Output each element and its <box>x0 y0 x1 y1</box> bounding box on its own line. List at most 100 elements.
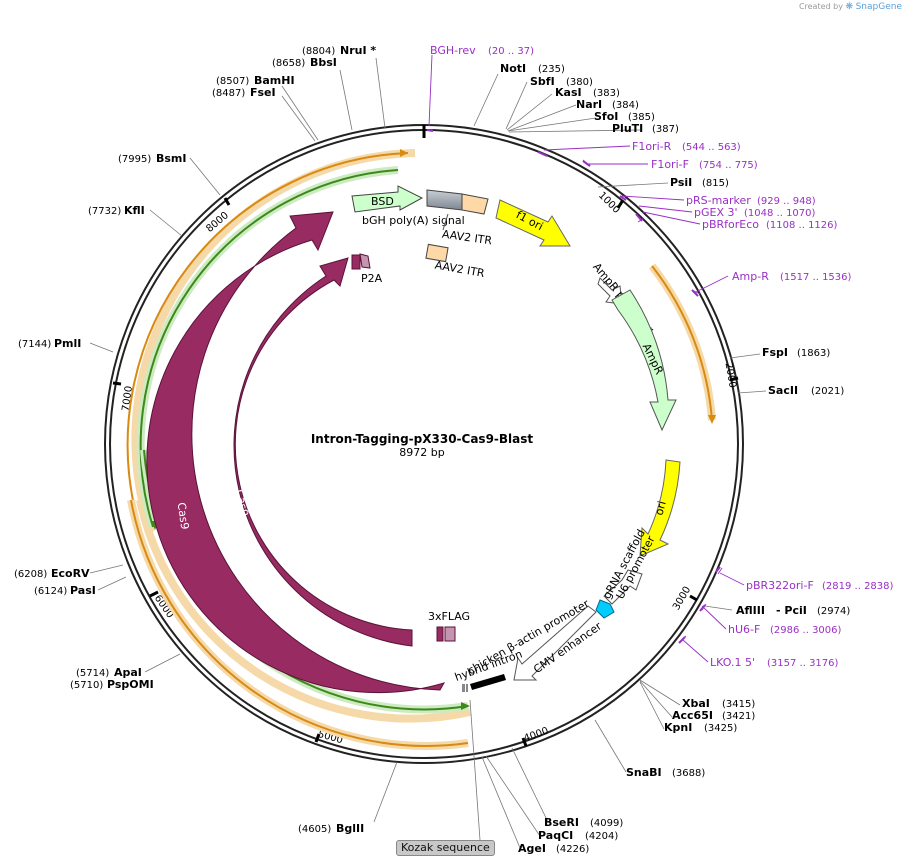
enzyme-pos-sacii: (2021) <box>811 386 844 397</box>
primer-pos-prs-marker: (929 .. 948) <box>757 196 816 207</box>
tick-7000-mark <box>112 381 122 386</box>
bsd-arrow <box>351 185 424 213</box>
scale-ticks: 1000 2000 3000 4000 5000 6000 7000 8000 <box>112 190 739 747</box>
enzyme-name-snabi: SnaBI <box>626 766 662 779</box>
f1-ori-arrow <box>495 199 571 247</box>
cas9-outer-label: Cas9 <box>175 502 192 531</box>
snapgene-logo-icon: ❋ <box>845 2 854 12</box>
enzyme-name-fspi: FspI <box>762 346 788 359</box>
green-orf-2-head <box>461 702 470 710</box>
primer-pos-pbrforeco: (1108 .. 1126) <box>766 220 838 231</box>
enzyme-pos-kfli: (7732) <box>88 206 121 217</box>
kozak-sequence-label[interactable]: Kozak sequence <box>396 840 495 856</box>
enzyme-pos-pcii: (2974) <box>817 606 850 617</box>
primer-pos-f1ori-r: (544 .. 563) <box>682 142 741 153</box>
p2a-box <box>359 253 371 269</box>
primer-name-prs-marker: pRS-marker <box>686 194 751 207</box>
enzyme-name-bbsi: BbsI <box>310 56 337 69</box>
primer-name-lko1-5: LKO.1 5' <box>710 656 755 669</box>
enzyme-name-afliii: AflIII <box>736 604 765 617</box>
bgh-polya-label: bGH poly(A) signal <box>362 214 465 227</box>
enzyme-pos-nari: (384) <box>612 100 639 111</box>
enzyme-pos-pmli: (7144) <box>18 339 51 350</box>
primer-name-pgex-3: pGEX 3' <box>694 206 738 219</box>
enzyme-name-pasi: PasI <box>70 584 96 597</box>
flag-label: 3xFLAG <box>428 610 470 623</box>
enzyme-pos-sfoi: (385) <box>628 112 655 123</box>
plasmid-length: 8972 bp <box>399 446 444 459</box>
enzyme-name-kpni: KpnI <box>664 721 692 734</box>
enzyme-name-pspomi: PspOMI <box>107 678 154 691</box>
enzyme-pos-sbfi: (380) <box>566 77 593 88</box>
enzyme-pos-kpni: (3425) <box>704 723 737 734</box>
primer-name-bgh-rev: BGH-rev <box>430 44 476 57</box>
tick-1000-mark <box>616 199 625 209</box>
enzyme-name-bamhi: BamHI <box>254 74 295 87</box>
aav2-itr-box-2 <box>425 243 449 263</box>
enzyme-pos-kasi: (383) <box>593 88 620 99</box>
enzyme-name-kfli: KflI <box>124 204 145 217</box>
enzyme-pos-bglii: (4605) <box>298 824 331 835</box>
cas9-inner-arrow <box>233 257 413 647</box>
flag-box-2 <box>444 626 456 642</box>
enzyme-pos-nrui: (8804) <box>302 46 335 57</box>
enzyme-leaders <box>89 57 767 849</box>
enzyme-name-fsei: FseI <box>250 86 276 99</box>
enzyme-pos-agei: (4226) <box>556 844 589 855</box>
aav2-itr-label-1: AAV2 ITR <box>441 228 493 248</box>
cas9-inner-label: Cas9 <box>233 488 251 517</box>
enzyme-pos-paqci: (4204) <box>585 831 618 842</box>
enzyme-pos-snabi: (3688) <box>672 768 705 779</box>
aav2-itr-label-2: AAV2 ITR <box>434 259 486 281</box>
bgh-polya-box <box>426 189 463 211</box>
enzyme-pos-ecorv: (6208) <box>14 569 47 580</box>
enzyme-pos-bseri: (4099) <box>590 818 623 829</box>
credit-brand: SnapGene <box>855 2 902 12</box>
enzyme-pos-noti: (235) <box>538 64 565 75</box>
aav2-itr-box-1 <box>461 193 489 215</box>
primer-pos-f1ori-f: (754 .. 775) <box>699 160 758 171</box>
tick-4000-mark <box>521 737 528 747</box>
enzyme-name-pluti: PluTI <box>612 122 643 135</box>
ori-label: ori <box>653 500 669 517</box>
hybrid-intron-bar <box>470 674 506 690</box>
enzyme-pos-bbsi: (8658) <box>272 58 305 69</box>
enzyme-pos-pluti: (387) <box>652 124 679 135</box>
u6-promoter-arrow <box>603 569 643 605</box>
enzyme-name-nari: NarI <box>576 98 602 111</box>
bsd-label: BSD <box>371 195 394 208</box>
enzyme-pos-pasi: (6124) <box>34 586 67 597</box>
tick-3000-mark <box>689 594 698 602</box>
enzyme-name-paqci: PaqCI <box>538 829 573 842</box>
ampr-arrow <box>611 289 677 432</box>
orf-arc-left-halo <box>131 149 416 534</box>
primer-pos-pbr322ori-f: (2819 .. 2838) <box>822 581 894 592</box>
tick-1000: 1000 <box>596 190 622 216</box>
primer-pos-amp-r: (1517 .. 1536) <box>780 272 852 283</box>
ampr-label: AmpR <box>640 341 666 377</box>
enzyme-name-bglii: BglII <box>336 822 364 835</box>
primer-name-pbrforeco: pBRforEco <box>702 218 759 231</box>
primer-name-f1ori-r: F1ori-R <box>632 140 672 153</box>
p2a-label: P2A <box>361 272 383 285</box>
cas9-fragment-box <box>351 254 361 270</box>
orf-arc-bottom-halo <box>136 499 471 723</box>
credit-prefix: Created by <box>798 2 843 11</box>
orf-arc-left <box>126 152 409 511</box>
enzyme-pos-acc65i: (3421) <box>722 711 755 722</box>
primer-marks <box>426 129 721 644</box>
tick-2000-mark <box>729 376 739 382</box>
plasmid-name: Intron-Tagging-pX330-Cas9-Blast <box>311 432 534 446</box>
tick-3000: 3000 <box>671 585 693 613</box>
tick-8000-mark <box>223 197 231 206</box>
tick-2000: 2000 <box>723 362 738 389</box>
enzyme-name-pmli: PmlI <box>54 337 81 350</box>
kozak-mark-2 <box>466 684 468 692</box>
orf-arc-outer <box>130 499 469 747</box>
orf-arc-right-head <box>708 415 716 424</box>
enzyme-name-pcii: - PciI <box>776 604 807 617</box>
enzyme-pos-xbai: (3415) <box>722 699 755 710</box>
enzyme-pos-bsmi: (7995) <box>118 154 151 165</box>
primer-name-hu6-f: hU6-F <box>728 623 760 636</box>
